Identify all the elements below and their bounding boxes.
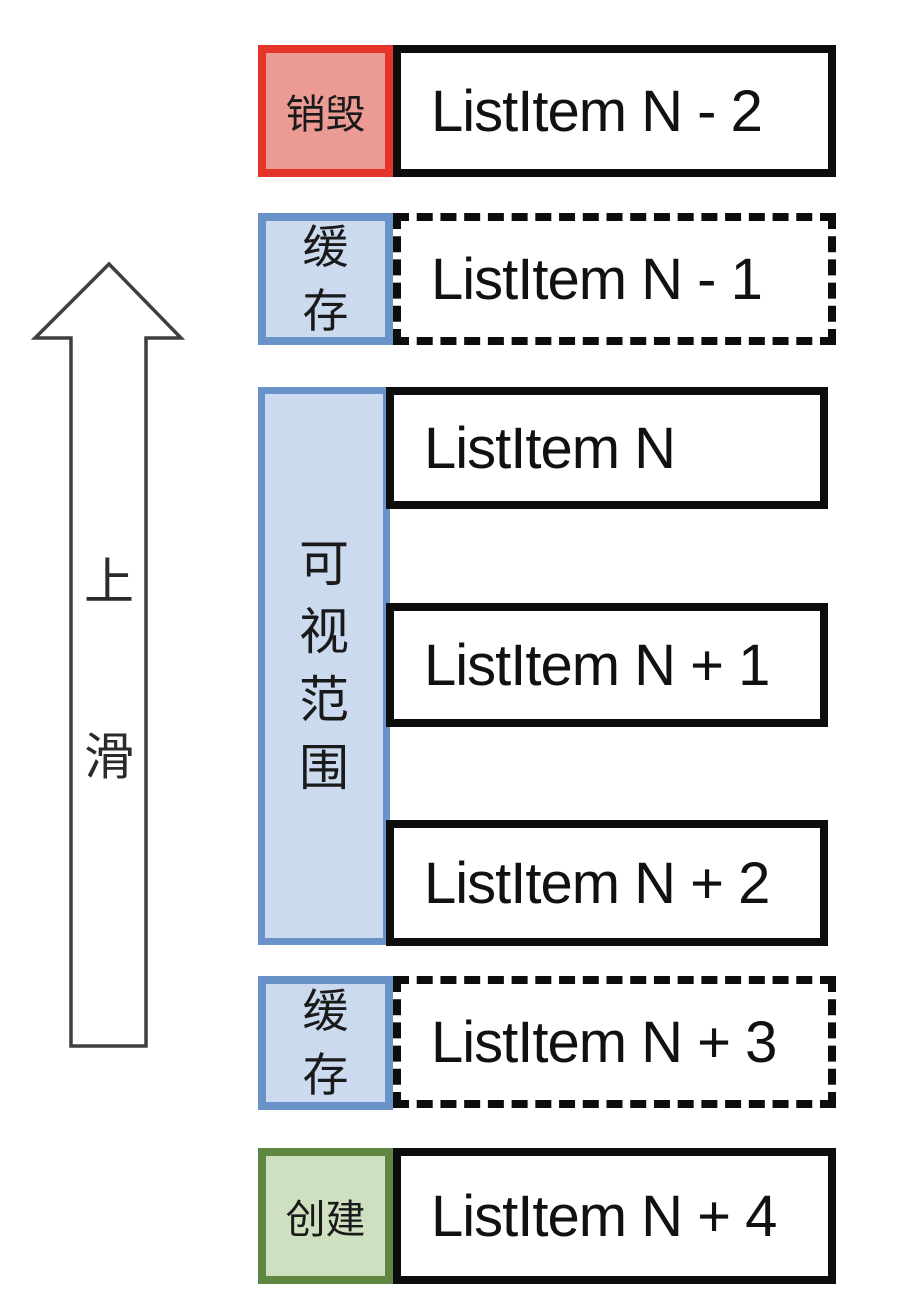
list-item-n-plus-1: ListItem N + 1 [386, 603, 828, 727]
list-item-n-minus-1: ListItem N - 1 [393, 213, 836, 345]
up-arrow-icon [30, 261, 186, 1048]
list-item-n-plus-3: ListItem N + 3 [393, 976, 836, 1108]
scroll-up-label: 上滑 [84, 554, 134, 785]
cache-top-label: 缓存 [258, 213, 393, 345]
cache-bottom-label-text: 缓存 [302, 984, 349, 1101]
cache-top-label-text: 缓存 [302, 220, 349, 337]
destroy-label-text: 销毁 [285, 93, 366, 137]
create-label: 创建 [258, 1148, 393, 1284]
list-item-n-minus-2: ListItem N - 2 [393, 45, 836, 177]
list-item-n-plus-2: ListItem N + 2 [386, 820, 828, 946]
visible-range-label: 可视范围 [299, 536, 349, 796]
destroy-label: 销毁 [258, 45, 393, 177]
visible-range-box: 可视范围 [258, 387, 390, 945]
create-label-text: 创建 [285, 1198, 366, 1242]
list-item-n-plus-4: ListItem N + 4 [393, 1148, 836, 1284]
cache-bottom-label: 缓存 [258, 976, 393, 1110]
list-item-n: ListItem N [386, 387, 828, 509]
